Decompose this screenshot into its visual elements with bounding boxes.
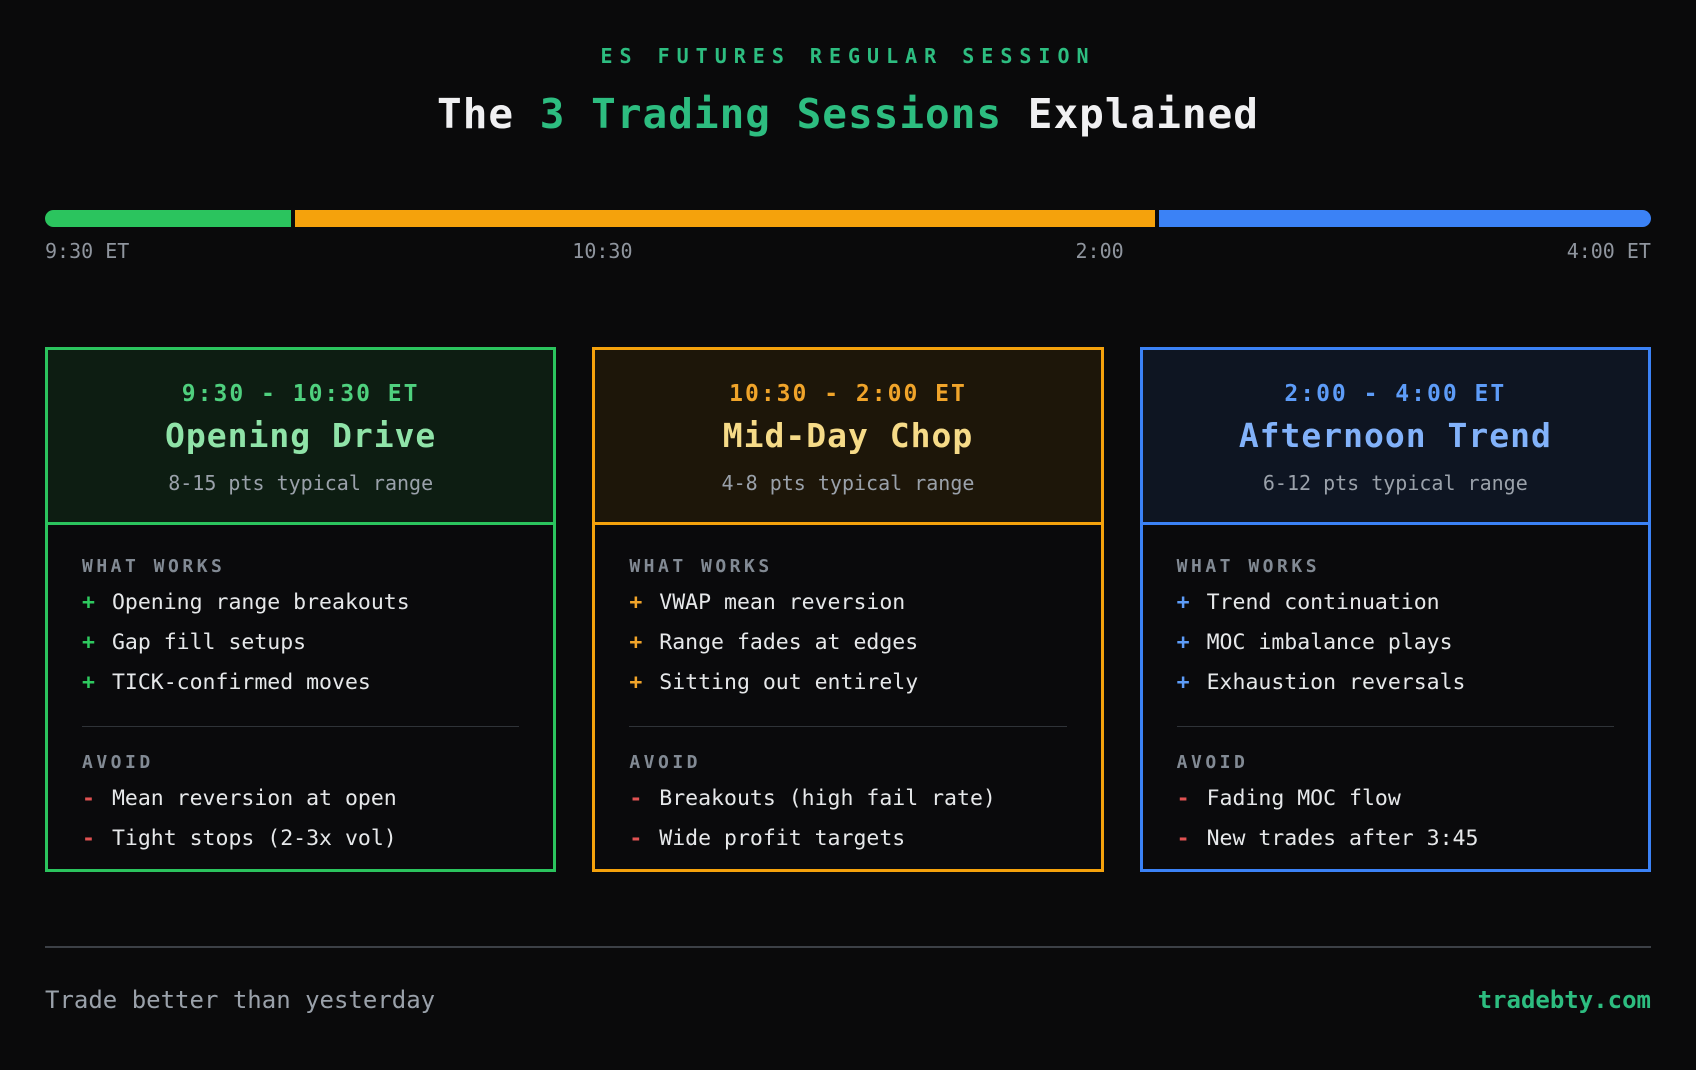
timeline-label-200: 2:00 xyxy=(1075,239,1124,263)
list-item-text: Trend continuation xyxy=(1206,590,1440,615)
minus-icon: - xyxy=(82,785,95,811)
list-item: + VWAP mean reversion xyxy=(629,590,1066,617)
card-body: WHAT WORKS + VWAP mean reversion + Range f… xyxy=(595,525,1100,852)
list-item: + Gap fill setups xyxy=(82,630,519,657)
eyebrow-label: ES FUTURES REGULAR SESSION xyxy=(600,44,1096,68)
footer-divider xyxy=(45,946,1651,948)
title-suffix: Explained xyxy=(1002,90,1259,138)
section-divider xyxy=(82,725,520,727)
list-item: + Trend continuation xyxy=(1177,590,1614,617)
session-title: Opening Drive xyxy=(165,416,437,455)
what-works-list: + Opening range breakouts + Gap fill setup… xyxy=(82,590,519,697)
avoid-list: -Fading MOC flow -New trades after 3:45 xyxy=(1177,786,1614,853)
session-typical-range: 8-15 pts typical range xyxy=(168,471,434,495)
card-header: 9:30 - 10:30 ET Opening Drive 8-15 pts t… xyxy=(48,350,554,525)
plus-icon: + xyxy=(1176,590,1190,615)
page-title: The 3 Trading Sessions Explained xyxy=(45,90,1651,138)
session-typical-range: 4-8 pts typical range xyxy=(721,471,975,495)
list-item: -Breakouts (high fail rate) xyxy=(629,786,1066,813)
card-header: 2:00 - 4:00 ET Afternoon Trend 6-12 pts … xyxy=(1142,350,1648,525)
title-prefix: The xyxy=(437,90,540,138)
timeline-label-930et: 9:30 ET xyxy=(45,239,130,263)
session-title: Mid-Day Chop xyxy=(722,416,974,455)
list-item: + TICK-confirmed moves xyxy=(82,670,519,697)
plus-icon: + xyxy=(82,629,95,655)
list-item-text: Sitting out entirely xyxy=(659,669,919,695)
plus-icon: + xyxy=(629,590,643,615)
list-item: -Mean reversion at open xyxy=(82,786,519,813)
list-item: + Exhaustion reversals xyxy=(1177,670,1614,697)
session-card-opening-drive: 9:30 - 10:30 ET Opening Drive 8-15 pts t… xyxy=(45,347,557,872)
list-item: -Wide profit targets xyxy=(629,826,1066,853)
plus-icon: + xyxy=(629,629,643,655)
plus-icon: + xyxy=(82,669,95,695)
session-title: Afternoon Trend xyxy=(1238,416,1552,455)
timeline-segment-afternoon-trend xyxy=(1159,210,1651,227)
list-item: -Fading MOC flow xyxy=(1177,786,1614,813)
avoid-list: -Breakouts (high fail rate) -Wide profit… xyxy=(629,786,1066,853)
session-timeline: 9:30 ET 10:30 2:00 4:00 ET xyxy=(45,210,1651,263)
list-item: + MOC imbalance plays xyxy=(1177,630,1614,657)
avoid-label: AVOID xyxy=(1176,751,1249,773)
list-item: + Range fades at edges xyxy=(629,630,1066,657)
what-works-list: + Trend continuation + MOC imbalance plays… xyxy=(1177,590,1614,697)
list-item-text: Exhaustion reversals xyxy=(1206,669,1466,695)
timeline-label-400et: 4:00 ET xyxy=(1566,239,1651,263)
list-item-text: New trades after 3:45 xyxy=(1206,825,1479,851)
minus-icon: - xyxy=(1176,825,1190,851)
plus-icon: + xyxy=(1176,669,1190,695)
card-header: 10:30 - 2:00 ET Mid-Day Chop 4-8 pts typ… xyxy=(595,350,1101,525)
timeline-tick-labels: 9:30 ET 10:30 2:00 4:00 ET xyxy=(45,239,1651,263)
session-time-range: 9:30 - 10:30 ET xyxy=(181,381,420,407)
list-item: -Tight stops (2-3x vol) xyxy=(82,826,519,853)
plus-icon: + xyxy=(629,669,643,695)
list-item: + Opening range breakouts xyxy=(82,590,519,617)
session-cards-row: 9:30 - 10:30 ET Opening Drive 8-15 pts t… xyxy=(45,347,1651,872)
list-item-text: Tight stops (2-3x vol) xyxy=(111,825,397,851)
minus-icon: - xyxy=(629,785,643,811)
avoid-label: AVOID xyxy=(629,751,702,773)
timeline-segment-mid-day-chop xyxy=(294,210,1156,227)
what-works-label: WHAT WORKS xyxy=(629,556,773,577)
session-time-range: 2:00 - 4:00 ET xyxy=(1284,381,1507,407)
list-item-text: Breakouts (high fail rate) xyxy=(659,785,996,811)
list-item-text: Gap fill setups xyxy=(111,629,307,655)
avoid-list: -Mean reversion at open -Tight stops (2-… xyxy=(82,786,519,853)
session-card-afternoon-trend: 2:00 - 4:00 ET Afternoon Trend 6-12 pts … xyxy=(1139,347,1651,872)
section-divider xyxy=(1176,725,1614,727)
section-divider xyxy=(629,725,1067,727)
session-typical-range: 6-12 pts typical range xyxy=(1262,471,1528,495)
list-item: -New trades after 3:45 xyxy=(1177,826,1614,853)
plus-icon: + xyxy=(1176,629,1190,655)
minus-icon: - xyxy=(82,825,95,851)
what-works-label: WHAT WORKS xyxy=(1176,556,1321,577)
list-item-text: Mean reversion at open xyxy=(111,785,397,811)
list-item-text: Wide profit targets xyxy=(659,825,906,851)
footer-tagline: Trade better than yesterday xyxy=(45,986,436,1014)
title-highlight: 3 Trading Sessions xyxy=(539,90,1003,138)
what-works-label: WHAT WORKS xyxy=(82,556,226,577)
card-body: WHAT WORKS + Trend continuation + MOC imba… xyxy=(1143,525,1648,852)
avoid-label: AVOID xyxy=(82,751,154,773)
list-item-text: MOC imbalance plays xyxy=(1206,629,1453,655)
timeline-segment-opening-drive xyxy=(45,210,291,227)
list-item-text: TICK-confirmed moves xyxy=(111,669,371,695)
plus-icon: + xyxy=(82,590,95,615)
list-item-text: Range fades at edges xyxy=(659,629,919,655)
timeline-label-1030: 10:30 xyxy=(572,239,633,263)
list-item-text: VWAP mean reversion xyxy=(659,590,906,615)
list-item-text: Opening range breakouts xyxy=(111,590,410,615)
footer-site-url: tradebty.com xyxy=(1477,986,1651,1014)
card-body: WHAT WORKS + Opening range breakouts + Gap… xyxy=(48,525,553,852)
session-time-range: 10:30 - 2:00 ET xyxy=(729,381,967,407)
minus-icon: - xyxy=(629,825,643,851)
minus-icon: - xyxy=(1176,785,1190,811)
footer: Trade better than yesterday tradebty.com xyxy=(45,948,1651,1014)
list-item-text: Fading MOC flow xyxy=(1206,785,1401,811)
session-card-mid-day-chop: 10:30 - 2:00 ET Mid-Day Chop 4-8 pts typ… xyxy=(592,347,1104,872)
what-works-list: + VWAP mean reversion + Range fades at edg… xyxy=(629,590,1066,697)
list-item: + Sitting out entirely xyxy=(629,670,1066,697)
timeline-bar xyxy=(45,210,1651,227)
